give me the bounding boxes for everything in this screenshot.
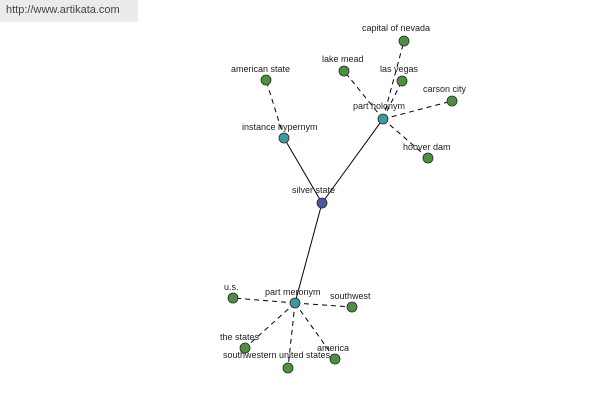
edge-part-meronym-to-southwest xyxy=(294,302,353,308)
edges-layer xyxy=(232,40,453,369)
edge-part-holonym-to-carson-city xyxy=(382,100,453,120)
label-carson-city: carson city xyxy=(423,84,467,94)
edge-silver-state-to-part-meronym xyxy=(294,202,323,304)
label-part-holonym: part holonym xyxy=(353,101,405,111)
label-part-meronym: part meronym xyxy=(265,287,321,297)
label-southwest: southwest xyxy=(330,291,371,301)
watermark-box: http://www.artikata.com xyxy=(0,0,138,22)
node-part-meronym[interactable] xyxy=(289,297,301,309)
edge-part-meronym-to-america xyxy=(294,302,336,360)
label-instance-hypernym: instance hypernym xyxy=(242,122,318,132)
node-southwest[interactable] xyxy=(346,301,358,313)
watermark-url: http://www.artikata.com xyxy=(6,4,120,16)
node-the-states[interactable] xyxy=(239,342,251,354)
label-the-states: the states xyxy=(220,332,260,342)
edge-part-holonym-to-capital-of-nevada xyxy=(382,40,405,120)
node-hoover-dam[interactable] xyxy=(422,152,434,164)
edge-part-holonym-to-las-vegas xyxy=(382,80,403,120)
label-american-state: american state xyxy=(231,64,290,74)
node-silver-state[interactable] xyxy=(316,197,328,209)
nodes-layer xyxy=(227,35,458,374)
label-america: america xyxy=(317,343,349,353)
edge-part-meronym-to-southwestern-united-states xyxy=(287,302,296,369)
label-lake-mead: lake mead xyxy=(322,54,364,64)
node-carson-city[interactable] xyxy=(446,95,458,107)
node-las-vegas[interactable] xyxy=(396,75,408,87)
edge-part-meronym-to-us xyxy=(232,297,296,304)
edge-silver-state-to-part-holonym xyxy=(321,118,384,204)
node-part-holonym[interactable] xyxy=(377,113,389,125)
node-american-state[interactable] xyxy=(260,74,272,86)
edge-instance-hypernym-to-american-state xyxy=(265,79,285,139)
label-las-vegas: las vegas xyxy=(380,64,419,74)
node-lake-mead[interactable] xyxy=(338,65,350,77)
node-america[interactable] xyxy=(329,353,341,365)
edge-part-meronym-to-the-states xyxy=(244,302,296,349)
label-capital-of-nevada: capital of nevada xyxy=(362,23,430,33)
node-instance-hypernym[interactable] xyxy=(278,132,290,144)
node-capital-of-nevada[interactable] xyxy=(398,35,410,47)
label-southwestern-united-states: southwestern united states xyxy=(223,350,331,360)
label-silver-state: silver state xyxy=(292,185,335,195)
labels-layer: silver state instance hypernym part holony… xyxy=(220,23,467,360)
label-us: u.s. xyxy=(224,282,239,292)
label-hoover-dam: hoover dam xyxy=(403,142,451,152)
edge-part-holonym-to-hoover-dam xyxy=(382,118,429,159)
node-us[interactable] xyxy=(227,292,239,304)
edge-part-holonym-to-lake-mead xyxy=(343,70,384,120)
node-southwestern-united-states[interactable] xyxy=(282,362,294,374)
edge-silver-state-to-instance-hypernym xyxy=(283,137,323,204)
